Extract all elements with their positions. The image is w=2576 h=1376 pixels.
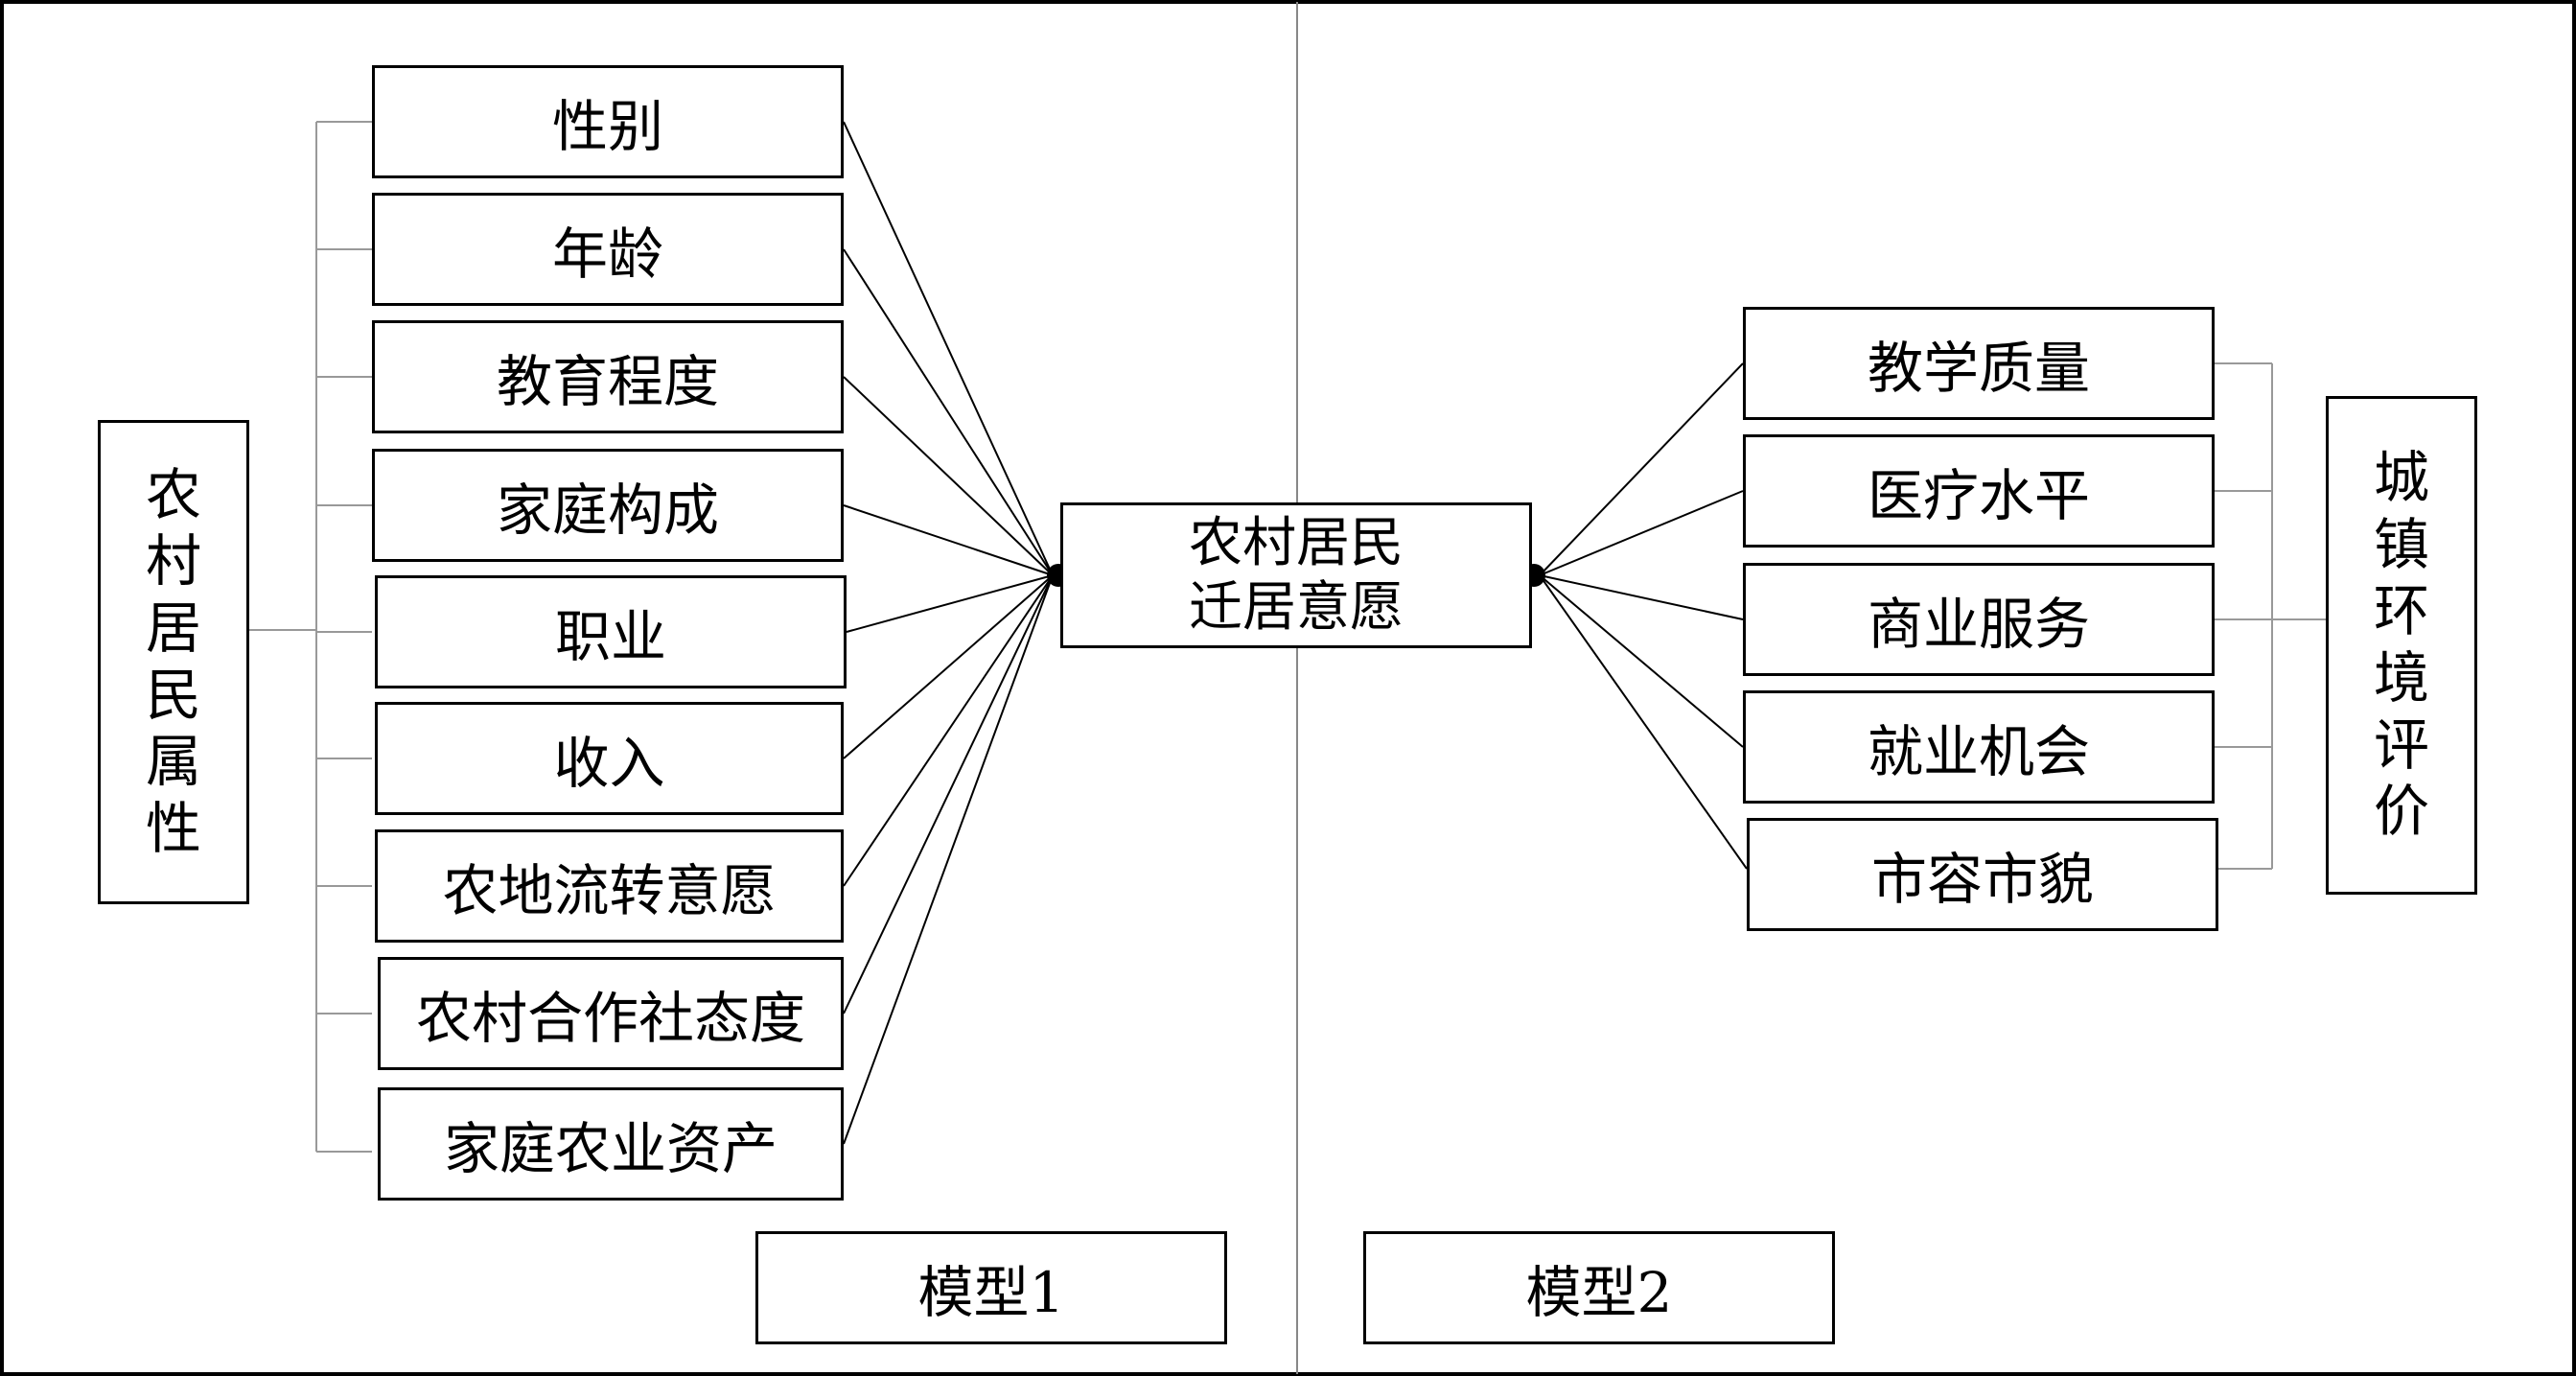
right-factor-connector	[1539, 362, 1744, 576]
factor-family-farm-assets: 家庭农业资产	[378, 1087, 844, 1201]
left-factor-connector	[843, 574, 1054, 759]
right-label-char: 评	[2373, 711, 2429, 778]
right-label-char: 环	[2373, 578, 2429, 644]
right-factor-connector	[1539, 574, 1744, 620]
model-2-box: 模型2	[1363, 1231, 1835, 1344]
center-line-2: 迁居意愿	[1189, 576, 1404, 639]
left-factor-connector	[843, 574, 1054, 1145]
factor-gender: 性别	[372, 65, 844, 178]
left-factor-connector	[843, 574, 1054, 1015]
left-label-char: 村	[145, 528, 201, 595]
factor-cooperative-attitude: 农村合作社态度	[378, 957, 844, 1070]
left-label-char: 农	[145, 461, 201, 527]
right-factor-connector	[1539, 490, 1744, 576]
factor-city-appearance: 市容市貌	[1747, 818, 2218, 931]
left-label-char: 属	[145, 729, 201, 795]
left-factor-connector	[846, 574, 1054, 633]
factor-medical-level: 医疗水平	[1743, 434, 2215, 548]
factor-teaching-quality: 教学质量	[1743, 307, 2215, 420]
left-label-char: 民	[145, 662, 201, 728]
right-label-char: 城	[2373, 445, 2429, 511]
factor-income: 收入	[375, 702, 844, 815]
left-factor-connector	[843, 121, 1054, 576]
urban-environment-evaluation-label: 城镇环境评价	[2326, 396, 2477, 895]
rural-resident-attributes-label: 农村居民属性	[98, 420, 249, 904]
left-label-char: 居	[145, 595, 201, 661]
right-factor-connector	[1539, 574, 1744, 748]
left-factor-connector	[843, 376, 1054, 576]
center-line-1: 农村居民	[1189, 511, 1404, 574]
left-factor-connector	[843, 574, 1054, 887]
migration-willingness-box: 农村居民 迁居意愿	[1060, 502, 1532, 648]
factor-commercial-services: 商业服务	[1743, 563, 2215, 676]
factor-occupation: 职业	[375, 575, 847, 688]
left-label-char: 性	[145, 795, 201, 861]
factor-employment-opportunities: 就业机会	[1743, 690, 2215, 804]
right-label-char: 镇	[2373, 511, 2429, 577]
factor-education: 教育程度	[372, 320, 844, 433]
left-factor-connector	[843, 248, 1054, 576]
right-label-char: 境	[2373, 645, 2429, 711]
factor-land-transfer-willingness: 农地流转意愿	[375, 829, 844, 943]
right-factor-connector	[1539, 574, 1748, 870]
right-label-char: 价	[2373, 779, 2429, 845]
model-1-box: 模型1	[755, 1231, 1227, 1344]
left-factor-connector	[843, 504, 1054, 576]
factor-family-composition: 家庭构成	[372, 449, 844, 562]
factor-age: 年龄	[372, 193, 844, 306]
